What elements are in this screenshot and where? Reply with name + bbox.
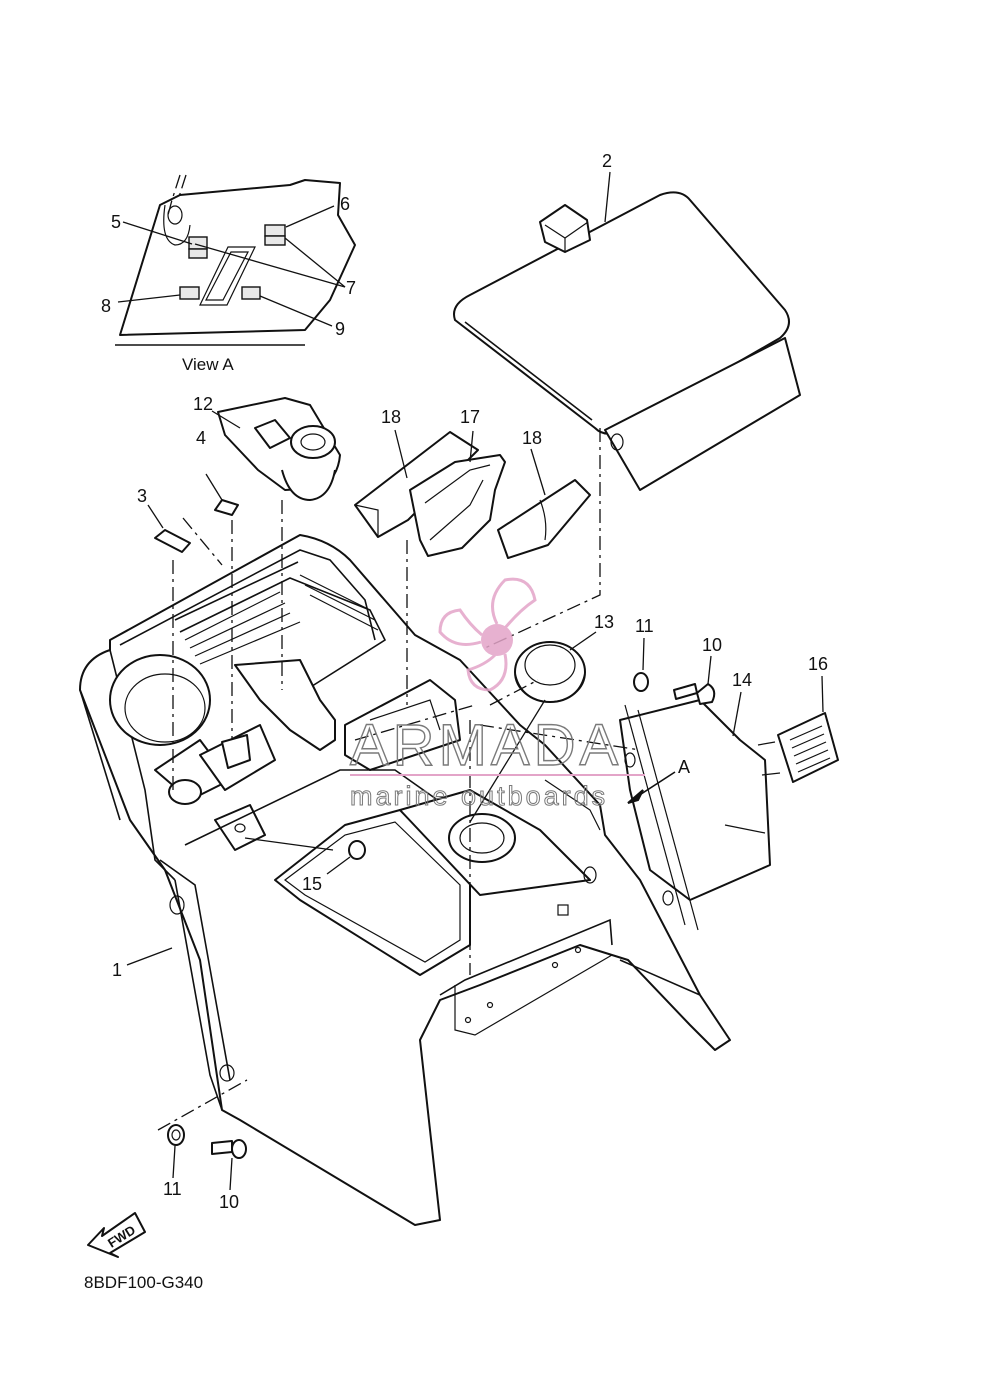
callout-9: 9 [335, 319, 345, 339]
insert-part-12 [217, 397, 341, 501]
armada-watermark: ARMADA marine outboards [349, 577, 645, 812]
callout-6: 6 [340, 194, 350, 214]
callout-17: 17 [460, 407, 480, 427]
callout-numbers: 2 6 5 7 8 9 View A 12 18 17 18 4 3 13 11… [101, 151, 828, 1212]
callout-8: 8 [101, 296, 111, 316]
view-a-caption: View A [182, 355, 234, 374]
callout-5: 5 [111, 212, 121, 232]
propeller-logo-icon [438, 577, 537, 692]
leader-lines [126, 171, 824, 1191]
fwd-arrow-icon: FWD [87, 1212, 146, 1258]
callout-10-right: 10 [702, 635, 722, 655]
grommet-part-13 [514, 641, 586, 703]
callout-1: 1 [112, 960, 122, 980]
callout-18-right: 18 [522, 428, 542, 448]
console-part-1 [79, 534, 731, 1226]
label-part-16 [757, 712, 839, 783]
assembly-lines [157, 428, 641, 1131]
callout-13: 13 [594, 612, 614, 632]
callout-7: 7 [346, 278, 356, 298]
diagram-code: 8BDF100-G340 [84, 1273, 203, 1292]
callout-15: 15 [302, 874, 322, 894]
view-a-inset [115, 174, 356, 346]
callout-11-left: 11 [163, 1179, 182, 1199]
callout-3: 3 [137, 486, 147, 506]
callout-12: 12 [193, 394, 213, 414]
view-a-marker: A [678, 757, 690, 777]
callout-14: 14 [732, 670, 752, 690]
callout-4: 4 [196, 428, 206, 448]
lid-part-2 [453, 191, 801, 491]
bracket-parts-17-18 [354, 431, 591, 559]
callout-2: 2 [602, 151, 612, 171]
callout-10-left: 10 [219, 1192, 239, 1212]
side-panel-part-14 [619, 699, 771, 931]
callout-16: 16 [808, 654, 828, 674]
hardware [154, 499, 716, 1159]
watermark-title: ARMADA [350, 713, 622, 778]
callout-11-right: 11 [635, 616, 654, 636]
callout-18-left: 18 [381, 407, 401, 427]
watermark-subtitle: marine outboards [350, 781, 608, 811]
